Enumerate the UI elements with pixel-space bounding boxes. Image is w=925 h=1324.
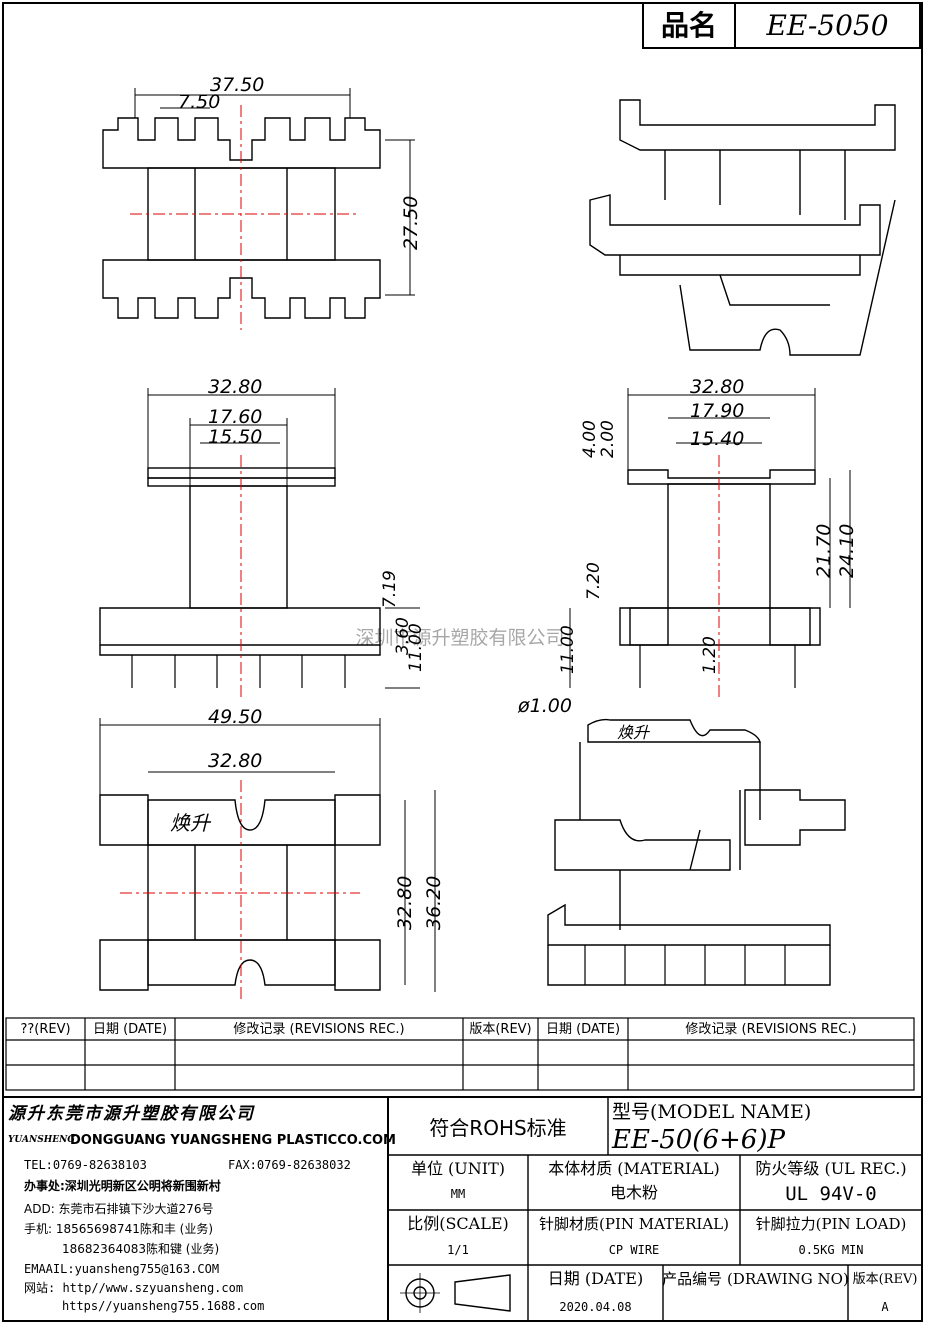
rev-header-0: ??(REV) [20,1022,71,1037]
iso-view-bottom [547,718,846,986]
material-value: 电木粉 [609,1183,658,1202]
dim-front-h1: 7.19 [380,570,400,608]
dim-top-pitch: 7.50 [178,91,221,113]
rev-header-3: 版本(REV) [469,1022,532,1037]
company-address: ADD: 东莞市石排镇下沙大道276号 [24,1202,214,1216]
rev-header-1: 日期 (DATE) [92,1022,168,1037]
rev-header-5: 修改记录 (REVISIONS REC.) [685,1022,857,1037]
dim-top-height: 27.50 [400,195,422,250]
dim-top-width: 37.50 [210,74,265,96]
drawing-no-label: 产品编号 (DRAWING NO) [662,1269,849,1288]
dim-front-core: 15.50 [208,426,263,448]
logo-mark-iso: 焕升 [616,723,649,742]
company-office: 办事处:深圳光明新区公明将新围新村 [24,1179,221,1193]
logo-mark: 焕升 [170,811,210,835]
unit-value: MM [450,1187,466,1201]
company-brand: YUANSHENG [8,1134,75,1145]
rohs-label: 符合ROHS标准 [429,1115,567,1140]
unit-label: 单位 (UNIT) [410,1159,506,1178]
revision-table [5,1017,915,1091]
dim-side-p3: 1.20 [700,636,720,674]
dim-bottom-width: 49.50 [208,706,263,728]
model-label: 型号(MODEL NAME) [612,1100,812,1123]
scale-label: 比例(SCALE) [407,1214,509,1233]
company-web2: https//yuansheng755.1688.com [62,1299,265,1313]
dim-bottom-h1: 32.80 [394,875,416,930]
date-value: 2020.04.08 [559,1300,632,1314]
dim-side-h1: 21.70 [813,523,835,578]
dim-side-core: 15.40 [690,428,745,450]
watermark: 深圳市源升塑胶有限公司 [355,626,565,649]
rev-label: 版本(REV) [852,1271,918,1287]
ul-value: UL 94V-0 [785,1182,877,1205]
dim-side-t1: 4.00 [580,420,600,458]
pin-load-label: 针脚拉力(PIN LOAD) [755,1214,907,1233]
company-web1: 网站: http//www.szyuansheng.com [24,1281,244,1295]
model-name: EE-50(6+6)P [612,1125,785,1155]
title-block [3,1096,922,1321]
dim-front-width: 32.80 [208,376,263,398]
company-fax: FAX:0769-82638032 [228,1158,351,1172]
iso-view-top [589,99,896,356]
dim-front-inner: 17.60 [208,406,263,428]
company-name-en: DONGGUANG YUANGSHENG PLASTICCO.COM [70,1132,396,1148]
company-name-cn: 源升东莞市源升塑胶有限公司 [8,1103,255,1124]
dim-bottom-inner: 32.80 [208,750,263,772]
dim-side-t2: 2.00 [598,420,618,458]
top-view [102,88,415,319]
rev-header-2: 修改记录 (REVISIONS REC.) [233,1022,405,1037]
dim-bottom-h2: 36.20 [423,875,445,930]
pin-material-value: CP WIRE [608,1243,660,1257]
dim-pin-dia: ø1.00 [518,695,572,717]
rev-header-4: 日期 (DATE) [545,1022,621,1037]
part-name: EE-5050 [766,9,889,42]
dim-side-inner: 17.90 [690,400,745,422]
dim-side-h2: 24.10 [836,523,858,578]
date-label: 日期 (DATE) [547,1269,644,1288]
dim-side-width: 32.80 [690,376,745,398]
ul-label: 防火等级 (UL REC.) [755,1159,907,1178]
scale-value: 1/1 [447,1243,469,1257]
dim-side-p1: 7.20 [584,562,604,600]
pin-material-label: 针脚材质(PIN MATERIAL) [539,1214,729,1233]
material-label: 本体材质 (MATERIAL) [548,1159,720,1178]
company-email: EMAAIL:yuansheng755@163.COM [24,1262,220,1276]
company-phone1: 手机: 18565698741陈和丰 (业务) [24,1222,214,1236]
company-tel: TEL:0769-82638103 [24,1158,147,1172]
company-phone2: 18682364083陈和键 (业务) [62,1242,220,1256]
bottom-view [99,718,436,992]
pin-load-value: 0.5KG MIN [798,1243,864,1257]
part-name-label: 品名 [660,9,717,42]
rev-value: A [881,1300,889,1314]
